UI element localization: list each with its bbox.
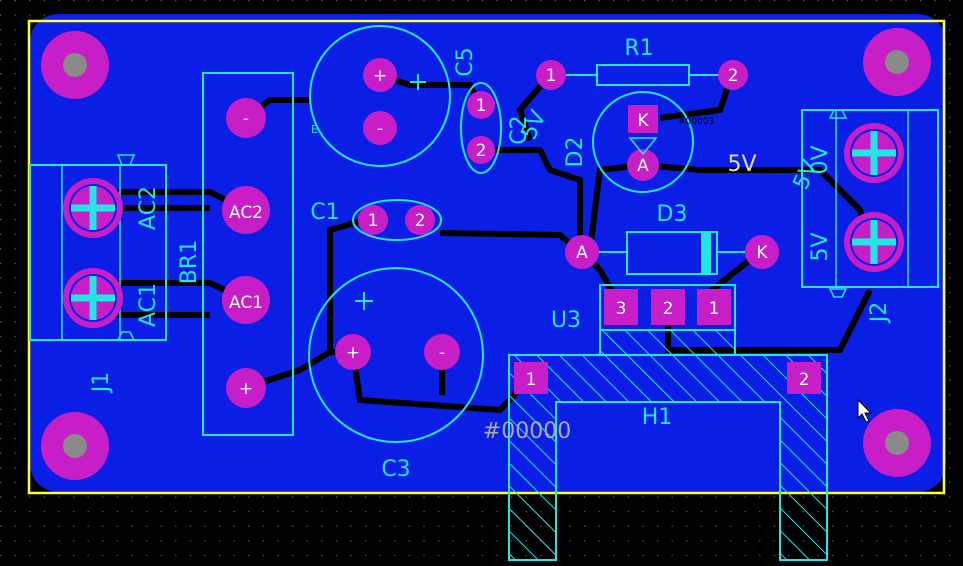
j1-pin-label-ac1: AC1 xyxy=(136,283,161,327)
j2-pin-label-5v: 5V xyxy=(808,232,833,261)
u3-pad-2: 2 xyxy=(663,299,674,319)
h1-pad-1: 1 xyxy=(526,370,537,390)
c5-pad-plus: + xyxy=(373,66,387,86)
u3-pad-3: 3 xyxy=(616,299,627,319)
c5-pad-minus: - xyxy=(377,119,383,139)
br1-pad-ac1: AC1 xyxy=(229,293,263,313)
d2-pad-cathode: K xyxy=(637,111,649,131)
h1-pad-2: 2 xyxy=(799,370,810,390)
capacitor-c1[interactable] xyxy=(352,199,442,241)
regulator-u3[interactable] xyxy=(599,284,736,331)
c3-pad-minus: - xyxy=(439,343,445,363)
diode-d3[interactable] xyxy=(565,231,779,275)
designator-j2: J2 xyxy=(867,302,892,325)
br1-pad-plus: + xyxy=(239,379,253,399)
connector-j2[interactable] xyxy=(801,109,939,298)
j2-pin-label-0v: 0V xyxy=(808,145,833,174)
d2-pad-anode: A xyxy=(637,156,649,176)
mounting-holes xyxy=(41,28,931,480)
designator-r1: R1 xyxy=(624,36,653,61)
c1-pad-1: 1 xyxy=(368,211,379,231)
c1-pad-2: 2 xyxy=(415,211,426,231)
designator-c3: C3 xyxy=(381,457,410,482)
designator-j1: J1 xyxy=(89,372,114,395)
c2-pad-1: 1 xyxy=(476,96,487,116)
designator-br1: BR1 xyxy=(177,240,202,284)
designator-d2: D2 xyxy=(563,137,588,168)
led-d2[interactable] xyxy=(592,91,694,193)
capacitor-c3-body[interactable] xyxy=(308,267,484,443)
br1-pad-ac2: AC2 xyxy=(229,203,263,223)
mouse-cursor-icon xyxy=(857,398,873,423)
d3-pad-cathode: K xyxy=(756,243,768,263)
r1-pad-2: 2 xyxy=(728,66,739,86)
r1-pad-1: 1 xyxy=(546,66,557,86)
br1-pad-minus: - xyxy=(243,109,249,129)
capacitor-c2[interactable] xyxy=(460,82,502,174)
bridge-rectifier-br1[interactable] xyxy=(202,72,294,436)
designator-c1: C1 xyxy=(310,200,339,225)
d3-pad-anode: A xyxy=(576,243,588,263)
designator-h1: H1 xyxy=(642,405,673,430)
c2-pad-2: 2 xyxy=(476,141,487,161)
j1-pin-label-ac2: AC2 xyxy=(136,186,161,230)
resistor-r1[interactable] xyxy=(536,60,748,90)
u3-pad-1: 1 xyxy=(709,299,720,319)
c3-pad-plus: + xyxy=(346,343,360,363)
c5-e-mark: E xyxy=(311,123,318,136)
designator-d3: D3 xyxy=(657,202,688,227)
heatsink-h1[interactable] xyxy=(508,329,828,561)
net-code-h1: #00000 xyxy=(483,419,571,444)
designator-c2: C2 xyxy=(507,115,532,144)
net-code-d2: #00003 xyxy=(678,117,714,127)
net-label-5v-d2: 5V xyxy=(727,152,756,177)
designator-c5: C5 xyxy=(453,47,478,76)
capacitor-c5-body[interactable] xyxy=(309,25,451,167)
connector-j1[interactable] xyxy=(29,154,167,341)
designator-u3: U3 xyxy=(551,308,581,333)
